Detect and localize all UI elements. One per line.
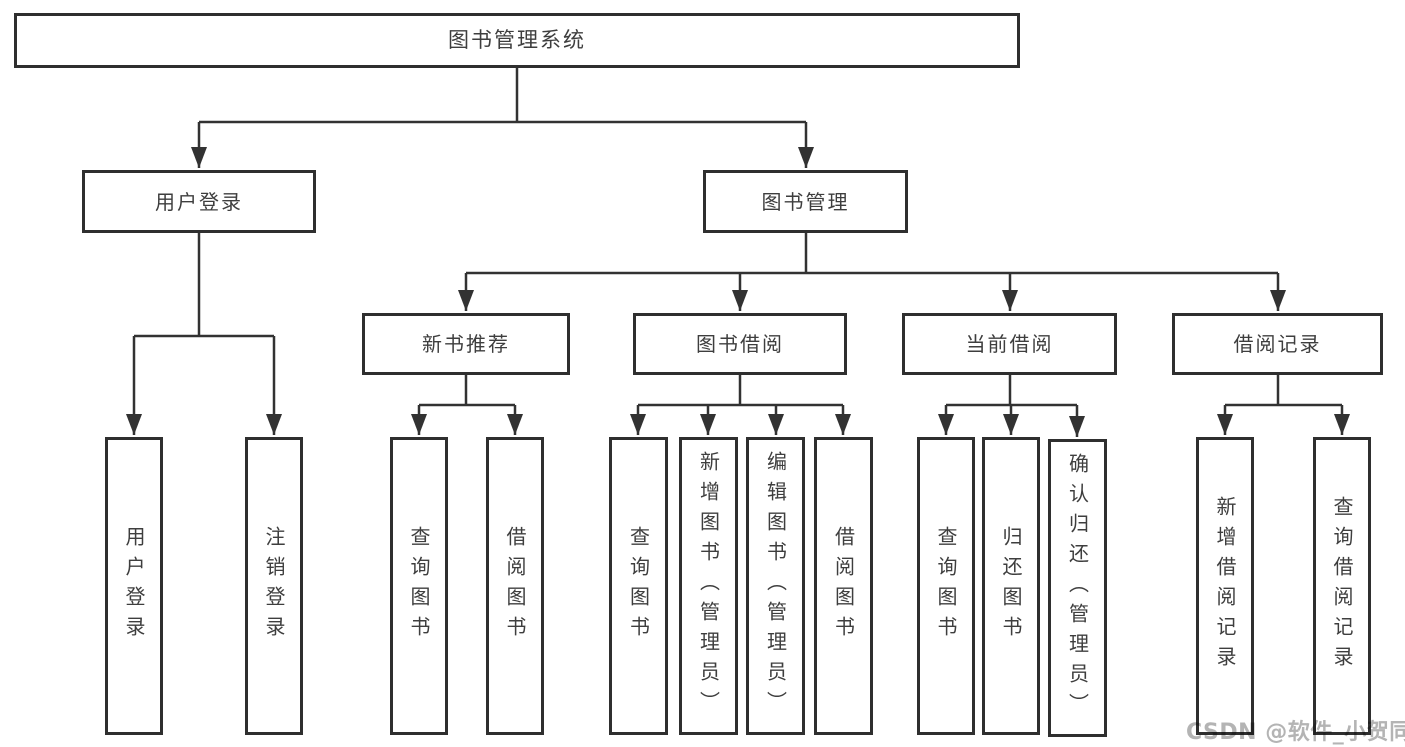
node-root-library-system: 图书管理系统 [14,13,1020,68]
leaf-query-books-current: 查询图书 [917,437,975,735]
leaf-borrow-books: 借阅图书 [814,437,873,735]
leaf-query-borrow-record: 查询借阅记录 [1313,437,1371,735]
leaf-user-login: 用户登录 [105,437,163,735]
leaf-add-borrow-record: 新增借阅记录 [1196,437,1254,735]
leaf-edit-books-admin: 编辑图书（管理员） [746,437,805,735]
leaf-borrow-books-recommend: 借阅图书 [486,437,544,735]
leaf-query-books-borrow: 查询图书 [609,437,668,735]
leaf-logout-login: 注销登录 [245,437,303,735]
node-borrow-records: 借阅记录 [1172,313,1383,375]
node-book-management: 图书管理 [703,170,908,233]
node-new-book-recommend: 新书推荐 [362,313,570,375]
node-current-borrow: 当前借阅 [902,313,1117,375]
leaf-query-books-recommend: 查询图书 [390,437,448,735]
node-book-borrow: 图书借阅 [633,313,847,375]
leaf-confirm-return-admin: 确认归还（管理员） [1048,439,1107,737]
leaf-return-books: 归还图书 [982,437,1040,735]
csdn-watermark: CSDN @软件_小贺同学 [1186,720,1405,745]
node-user-login: 用户登录 [82,170,316,233]
leaf-add-books-admin: 新增图书（管理员） [679,437,738,735]
